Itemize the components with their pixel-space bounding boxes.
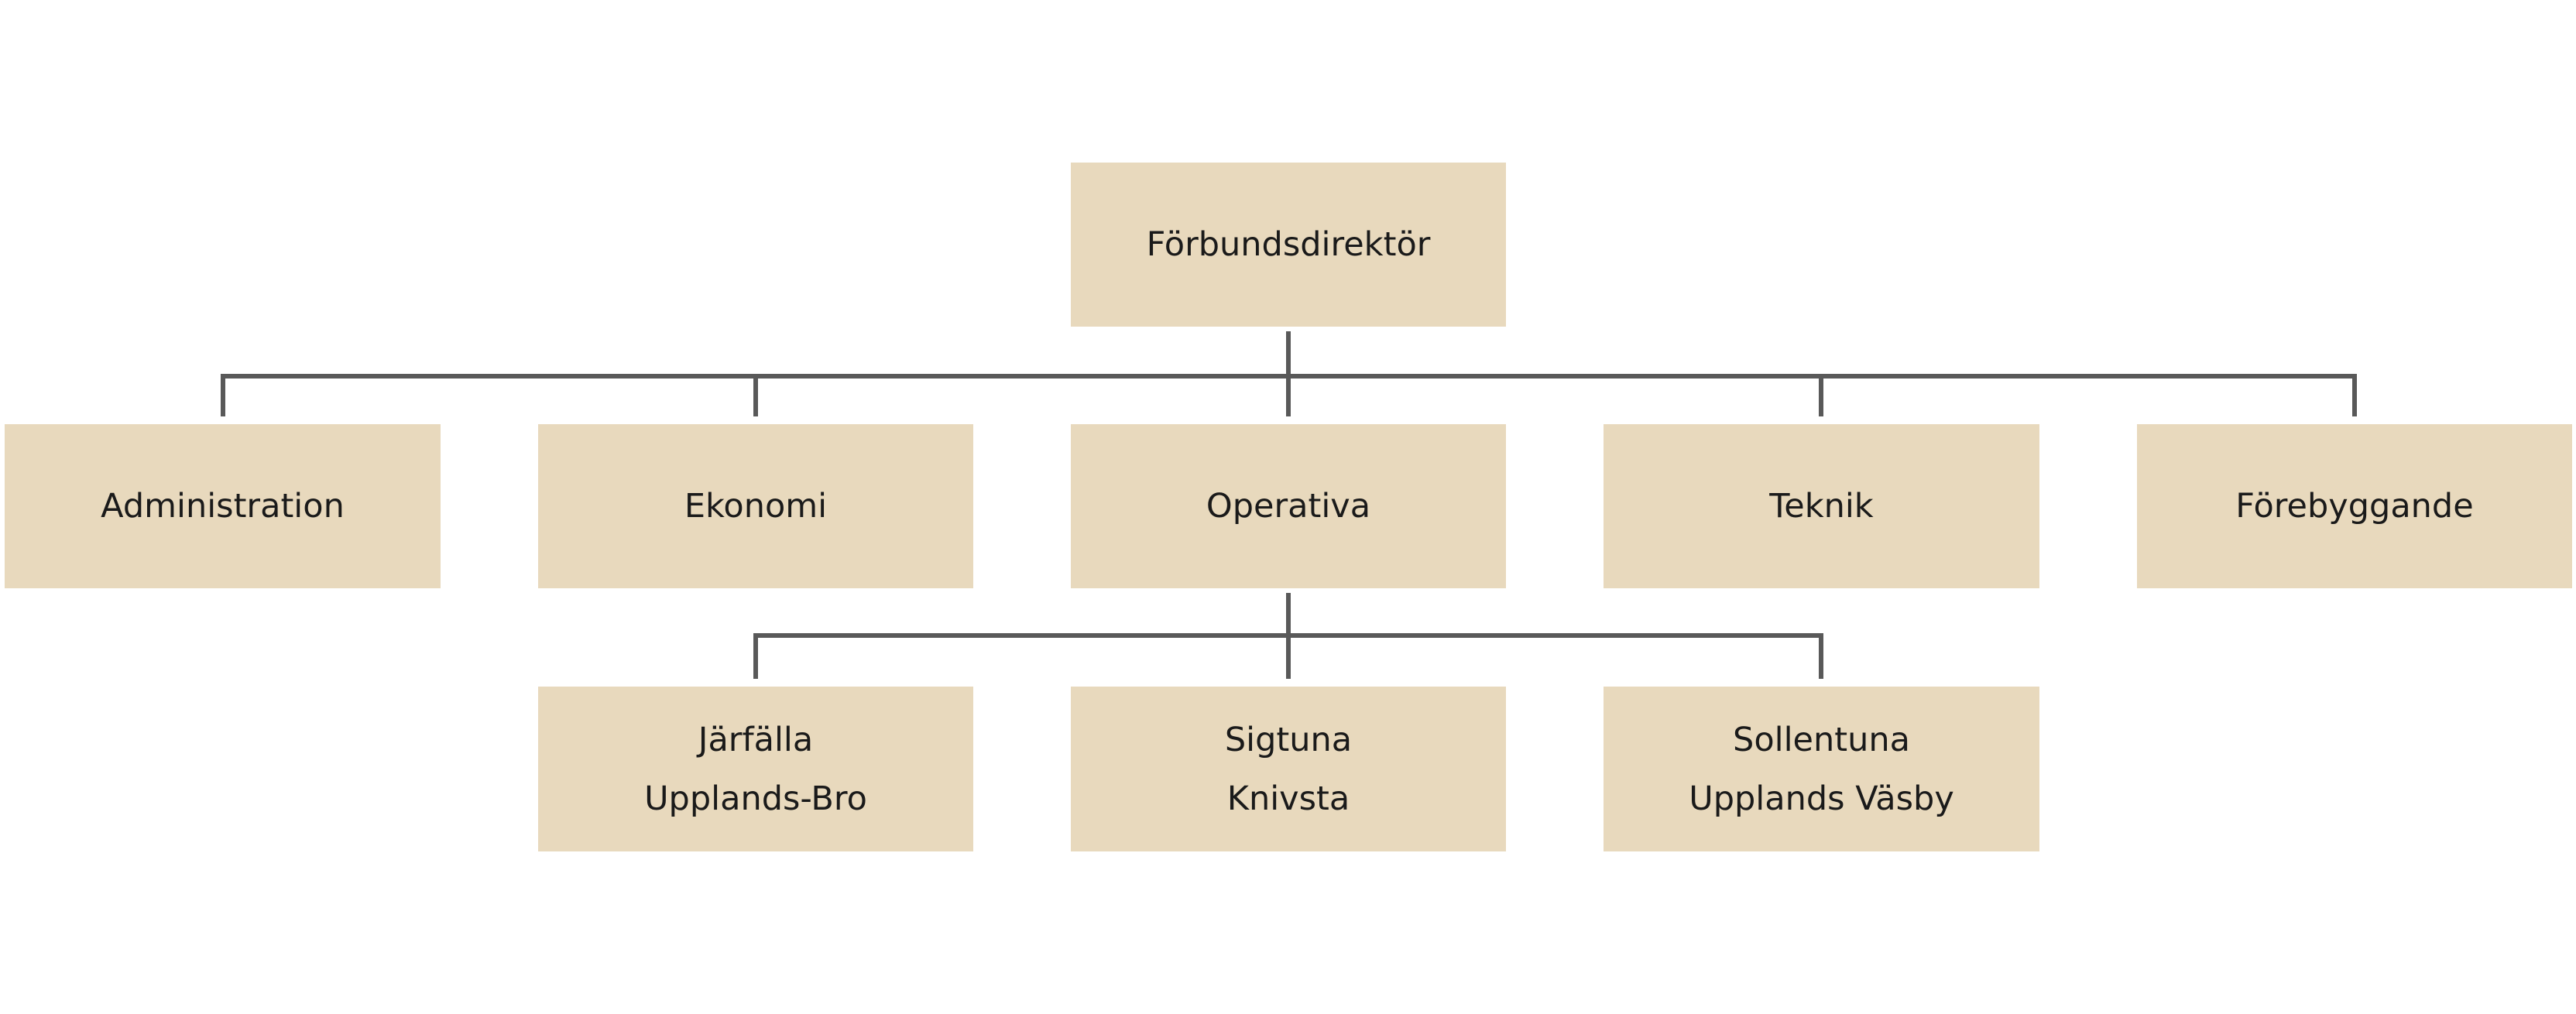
node-administration: Administration — [5, 424, 441, 588]
node-label-line-2: Knivsta — [1226, 779, 1350, 818]
node-label-line-1: Sigtuna — [1224, 720, 1353, 759]
node-jarfalla-upplands-bro: Järfälla Upplands-Bro — [538, 687, 973, 851]
node-forbundsdirektor: Förbundsdirektör — [1071, 163, 1506, 327]
node-label: Ekonomi — [684, 487, 828, 526]
node-operativa: Operativa — [1071, 424, 1506, 588]
node-sollentuna-upplands-vasby: Sollentuna Upplands Väsby — [1604, 687, 2039, 851]
node-sigtuna-knivsta: Sigtuna Knivsta — [1071, 687, 1506, 851]
node-label-line-2: Upplands Väsby — [1689, 779, 1954, 818]
node-label-line-2: Upplands-Bro — [644, 779, 867, 818]
node-ekonomi: Ekonomi — [538, 424, 973, 588]
node-forebyggande: Förebyggande — [2137, 424, 2572, 588]
node-label: Förebyggande — [2235, 487, 2474, 526]
node-label-line-1: Sollentuna — [1733, 720, 1910, 759]
connector-operativa-to-units — [753, 593, 1823, 679]
node-label: Administration — [101, 487, 345, 526]
node-label: Förbundsdirektör — [1146, 225, 1431, 264]
connector-director-to-departments — [221, 331, 2357, 416]
node-label: Operativa — [1206, 487, 1371, 526]
node-label-line-1: Järfälla — [698, 720, 814, 759]
node-teknik: Teknik — [1604, 424, 2039, 588]
node-label: Teknik — [1769, 487, 1874, 526]
